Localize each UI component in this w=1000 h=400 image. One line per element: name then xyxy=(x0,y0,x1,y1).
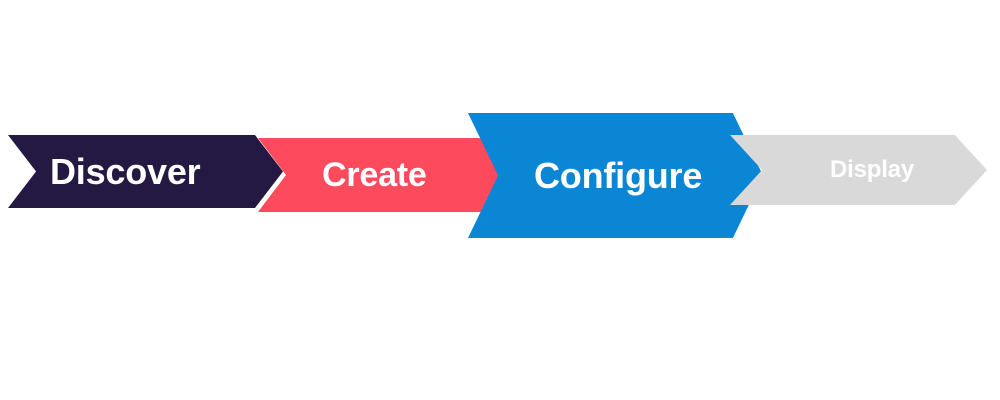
process-step-discover[interactable]: Discover xyxy=(8,135,283,208)
process-step-configure[interactable]: Configure xyxy=(468,113,763,238)
process-step-create-label: Create xyxy=(322,156,427,194)
process-step-display-label: Display xyxy=(830,156,914,183)
process-step-create[interactable]: Create xyxy=(258,138,520,212)
process-step-display[interactable]: Display xyxy=(730,135,987,205)
process-step-configure-label: Configure xyxy=(534,154,703,196)
process-step-discover-label: Discover xyxy=(50,150,201,192)
